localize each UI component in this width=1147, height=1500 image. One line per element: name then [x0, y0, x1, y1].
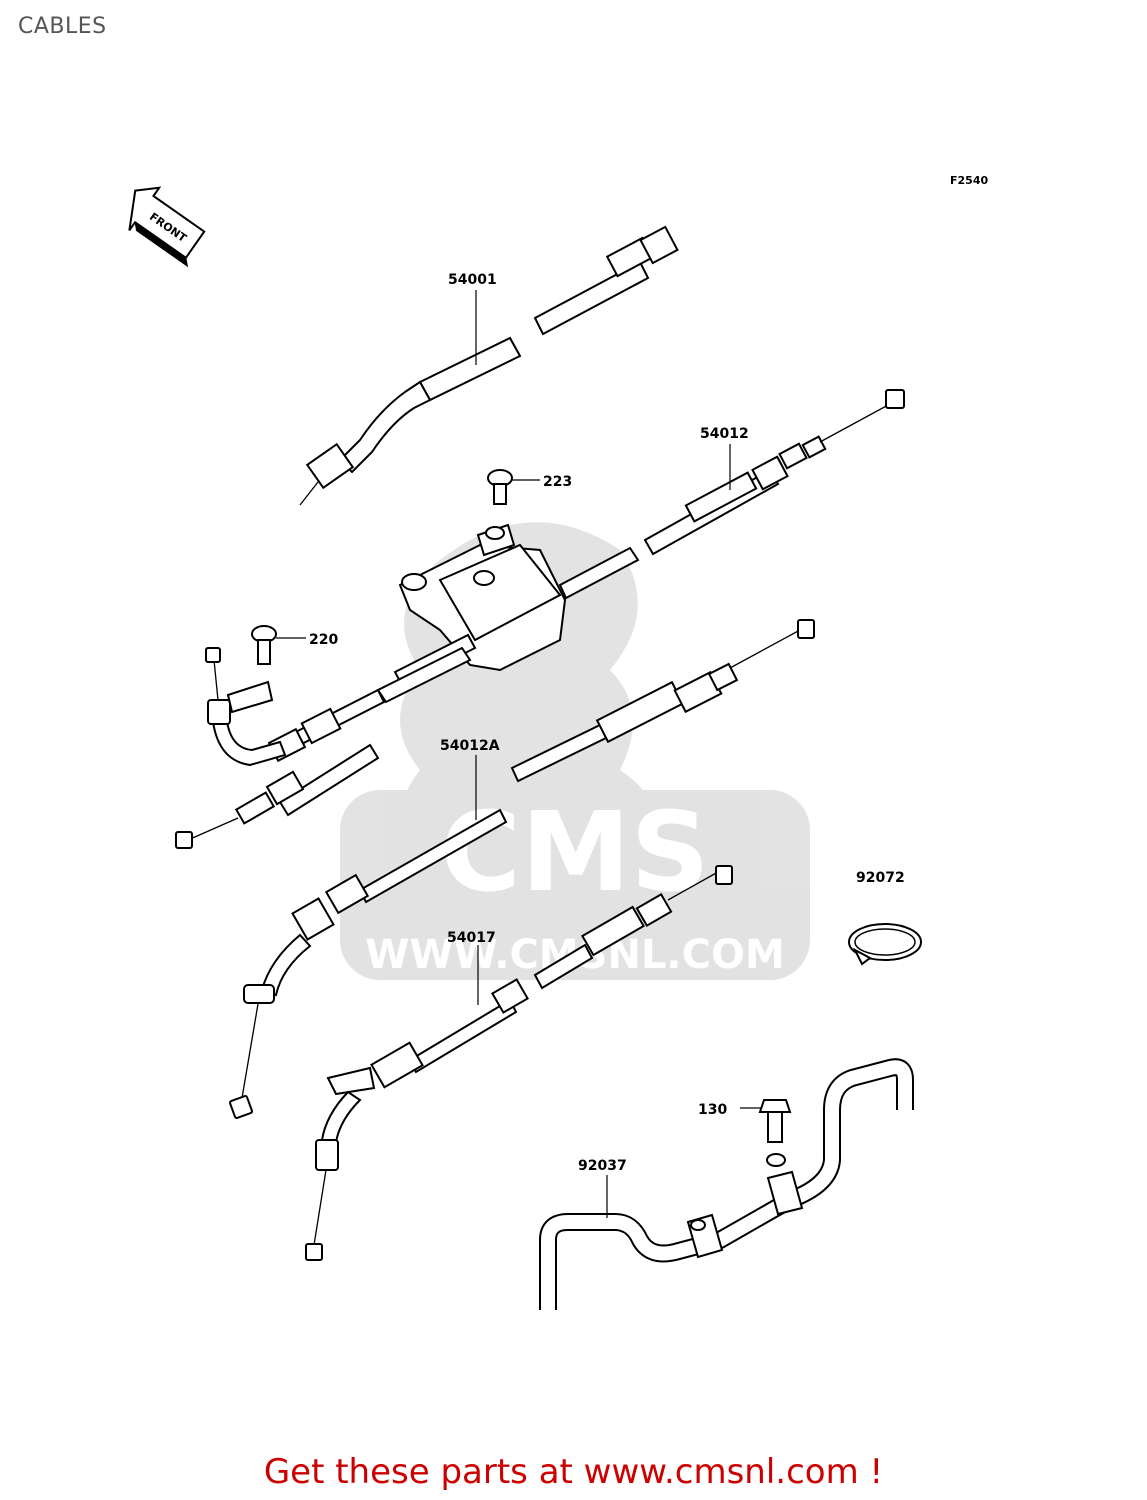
front-arrow-icon: FRONT — [128, 186, 206, 268]
part-label-92072: 92072 — [856, 870, 905, 886]
part-label-54012: 54012 — [700, 426, 749, 442]
cable-left-assembly — [175, 633, 477, 849]
figure-code: F2540 — [950, 174, 988, 187]
screw-220: 220 — [251, 625, 338, 665]
footer-link[interactable]: Get these parts at www.cmsnl.com ! — [263, 1452, 884, 1492]
part-label-130: 130 — [698, 1102, 727, 1118]
speedometer-cable: 54001 — [299, 225, 679, 506]
part-label-54017: 54017 — [447, 930, 496, 946]
cable-54012A: 54012A — [229, 619, 815, 1119]
cable-54012: 54012 — [643, 389, 905, 556]
cable-junction-box — [398, 523, 640, 672]
watermark-brand: CMS — [440, 788, 709, 916]
bolt-130: 130 — [698, 1099, 792, 1143]
cable-54017: 54017 — [305, 865, 733, 1261]
part-label-220: 220 — [309, 632, 338, 648]
screw-223: 223 — [487, 469, 572, 505]
footer-promo[interactable]: Get these parts at www.cmsnl.com ! — [0, 1452, 1147, 1492]
clamp-92072: 92072 — [848, 870, 922, 966]
pipe-92037: 92037 — [539, 1058, 914, 1310]
part-label-54001: 54001 — [448, 272, 497, 288]
part-label-223: 223 — [543, 474, 572, 490]
page-title: CABLES — [18, 14, 107, 39]
part-label-54012A: 54012A — [440, 738, 500, 754]
part-label-92037: 92037 — [578, 1158, 627, 1174]
